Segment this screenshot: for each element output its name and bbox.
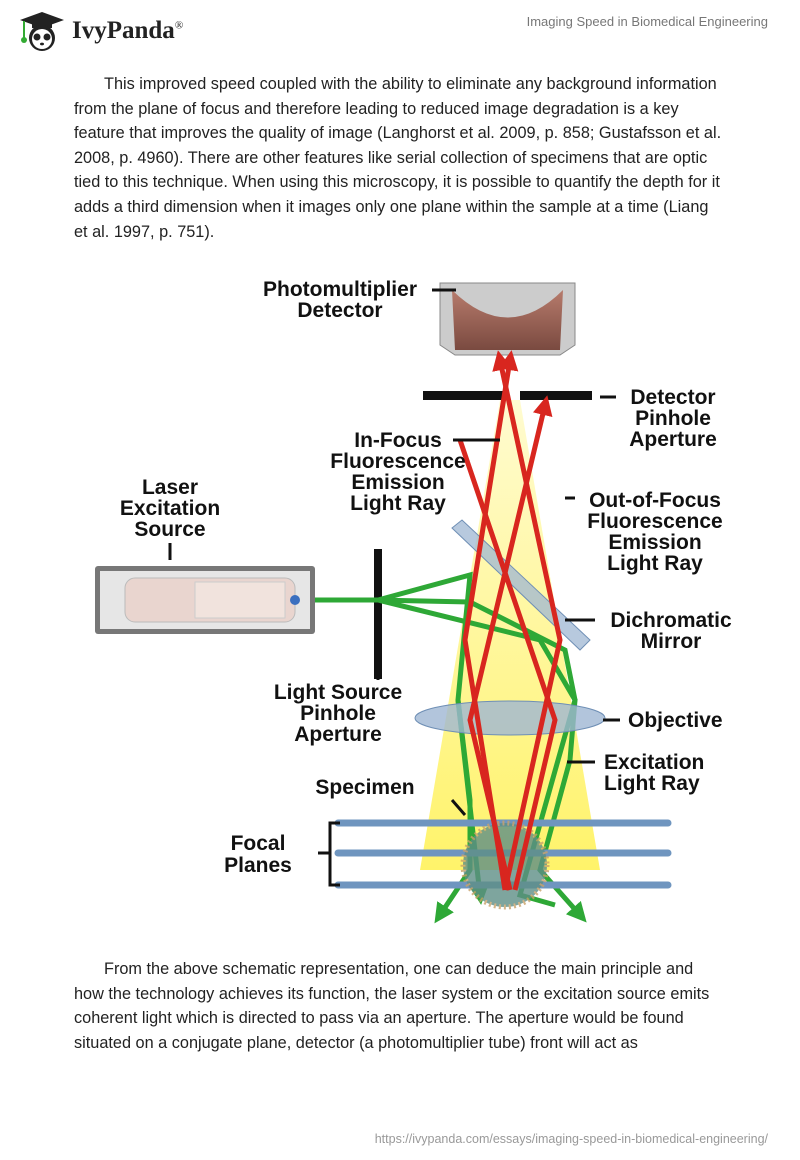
laser-source (95, 566, 315, 634)
photomultiplier-detector (439, 282, 576, 356)
panda-logo-icon (20, 12, 64, 51)
light-source-pinhole (374, 549, 382, 679)
emission-rays (457, 350, 563, 891)
brand-name: IvyPanda® (72, 17, 184, 44)
label-leaders (168, 288, 620, 887)
ivypanda-logo[interactable]: IvyPanda® (18, 10, 183, 52)
label-specimen: Specimen (315, 776, 414, 799)
label-objective: Objective (628, 709, 723, 732)
paragraph: This improved speed coupled with the abi… (74, 75, 722, 241)
source-url-link[interactable]: https://ivypanda.com/essays/imaging-spee… (374, 1132, 768, 1146)
paragraph: From the above schematic representation,… (74, 960, 710, 1052)
excitation-rays (315, 571, 587, 924)
detector-pinhole-aperture (423, 391, 592, 400)
document-title: Imaging Speed in Biomedical Engineering (526, 14, 768, 29)
objective-lens (414, 700, 606, 736)
